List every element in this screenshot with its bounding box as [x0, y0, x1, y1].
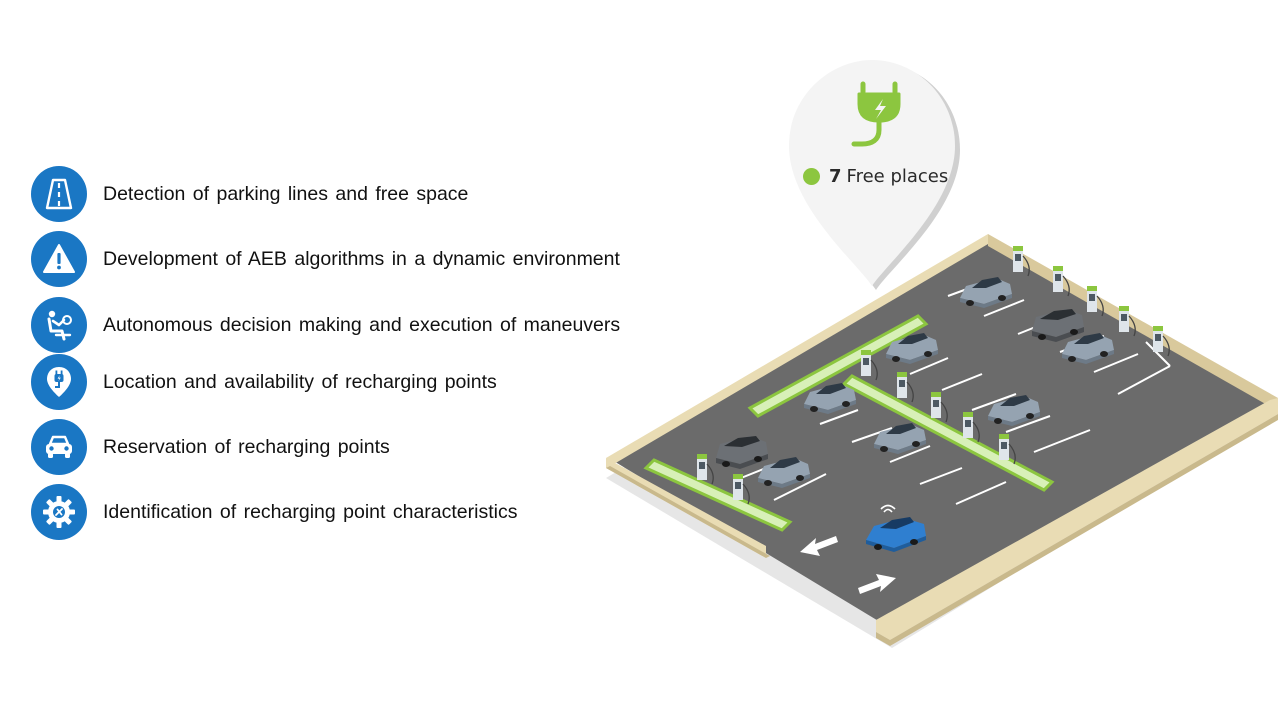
parking-lot-illustration	[606, 60, 1278, 648]
warning-icon	[31, 231, 87, 287]
car-icon	[31, 419, 87, 475]
feature-label: Autonomous decision making and execution…	[103, 313, 621, 336]
free-places-status: 7 Free places	[803, 166, 948, 187]
map-pin	[789, 60, 960, 290]
connected-car-icon	[866, 504, 926, 552]
gear-icon	[31, 484, 87, 540]
feature-item-reservation: Reservation of recharging points	[31, 419, 390, 475]
feature-item-characteristics: Identification of recharging point chara…	[31, 484, 517, 540]
status-dot	[803, 168, 820, 185]
feature-item-autonomous: Autonomous decision making and execution…	[31, 297, 620, 353]
feature-label: Identification of recharging point chara…	[103, 500, 518, 523]
feature-item-parking-lines: Detection of parking lines and free spac…	[31, 166, 468, 222]
charging-location-icon	[31, 354, 87, 410]
road-icon	[31, 166, 87, 222]
feature-label: Development of AEB algorithms in a dynam…	[103, 247, 620, 270]
feature-label: Detection of parking lines and free spac…	[103, 182, 469, 205]
free-places-count: 7	[829, 166, 842, 187]
feature-label: Reservation of recharging points	[103, 435, 390, 458]
charging-plug-icon	[851, 81, 901, 147]
feature-label: Location and availability of recharging …	[103, 370, 497, 393]
free-places-label: Free places	[846, 166, 949, 187]
driver-seat-icon	[31, 297, 87, 353]
feature-item-charging-location: Location and availability of recharging …	[31, 354, 497, 410]
feature-item-aeb: Development of AEB algorithms in a dynam…	[31, 231, 620, 287]
